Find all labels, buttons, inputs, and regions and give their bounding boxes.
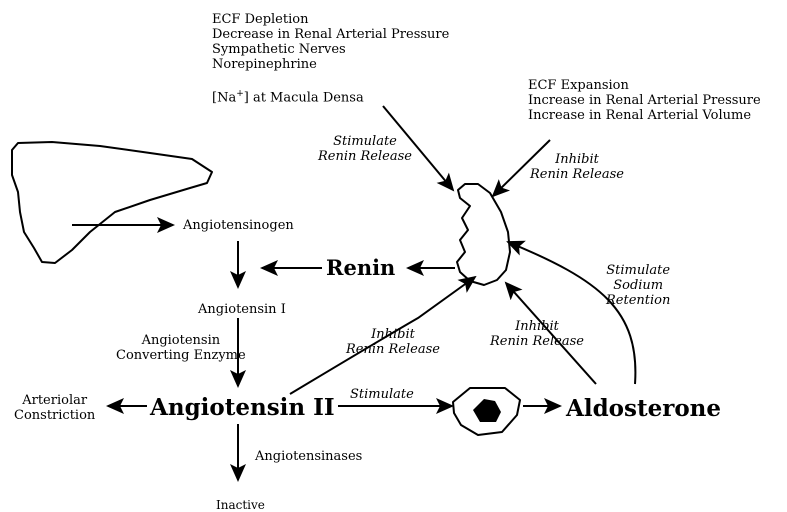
- label-angiotensinogen: Angiotensinogen: [183, 218, 294, 233]
- factor-ecf-expansion: ECF Expansion: [528, 78, 761, 93]
- renin-release-word: Renin Release: [530, 167, 624, 182]
- label-stimulate: Stimulate: [350, 387, 414, 402]
- stimulate-word: Stimulate: [318, 134, 412, 149]
- factor-sympathetic-nerves: Sympathetic Nerves: [212, 42, 449, 57]
- right-factors-list: ECF Expansion Increase in Renal Arterial…: [528, 78, 761, 123]
- factor-norepinephrine: Norepinephrine: [212, 57, 449, 72]
- factor-increase-renal-pressure: Increase in Renal Arterial Pressure: [528, 93, 761, 108]
- label-angiotensin-2: Angiotensin II: [150, 395, 335, 421]
- label-inhibit-renin-release-top: Inhibit Renin Release: [530, 152, 624, 182]
- renin-release-word: Renin Release: [490, 334, 584, 349]
- sodium-suffix: ] at Macula Densa: [244, 90, 364, 105]
- liver-outline: [12, 142, 212, 263]
- adrenal-core: [473, 399, 501, 422]
- sodium-charge: +: [236, 89, 244, 99]
- constriction-word: Constriction: [14, 408, 95, 423]
- arteriolar-word: Arteriolar: [14, 393, 95, 408]
- inhibit-word: Inhibit: [530, 152, 624, 167]
- sodium-prefix: [Na: [212, 90, 236, 105]
- top-factors-list: ECF Depletion Decrease in Renal Arterial…: [212, 12, 449, 72]
- factor-decrease-renal-pressure: Decrease in Renal Arterial Pressure: [212, 27, 449, 42]
- label-stimulate-renin-release: Stimulate Renin Release: [318, 134, 412, 164]
- label-angiotensinases: Angiotensinases: [255, 449, 362, 464]
- label-stimulate-sodium-retention: Stimulate Sodium Retention: [606, 263, 670, 308]
- renin-release-word: Renin Release: [318, 149, 412, 164]
- sodium-word: Sodium: [606, 278, 670, 293]
- inhibit-word: Inhibit: [490, 319, 584, 334]
- label-arteriolar-constriction: Arteriolar Constriction: [14, 393, 95, 423]
- label-inactive: Inactive: [216, 498, 265, 512]
- ace-line-2: Converting Enzyme: [116, 348, 246, 363]
- inhibit-word: Inhibit: [346, 327, 440, 342]
- label-inhibit-renin-release-mid: Inhibit Renin Release: [346, 327, 440, 357]
- stimulate-word: Stimulate: [606, 263, 670, 278]
- label-ace: Angiotensin Converting Enzyme: [116, 333, 246, 363]
- factor-increase-renal-volume: Increase in Renal Arterial Volume: [528, 108, 761, 123]
- label-aldosterone: Aldosterone: [566, 396, 721, 422]
- factor-sodium-macula-densa: [Na+] at Macula Densa: [212, 87, 364, 105]
- factor-ecf-depletion: ECF Depletion: [212, 12, 449, 27]
- kidney-outline: [457, 184, 510, 285]
- label-angiotensin-1: Angiotensin I: [198, 302, 286, 317]
- renin-release-word: Renin Release: [346, 342, 440, 357]
- label-inhibit-renin-release-right: Inhibit Renin Release: [490, 319, 584, 349]
- label-renin: Renin: [326, 256, 395, 280]
- ace-line-1: Angiotensin: [116, 333, 246, 348]
- retention-word: Retention: [606, 293, 670, 308]
